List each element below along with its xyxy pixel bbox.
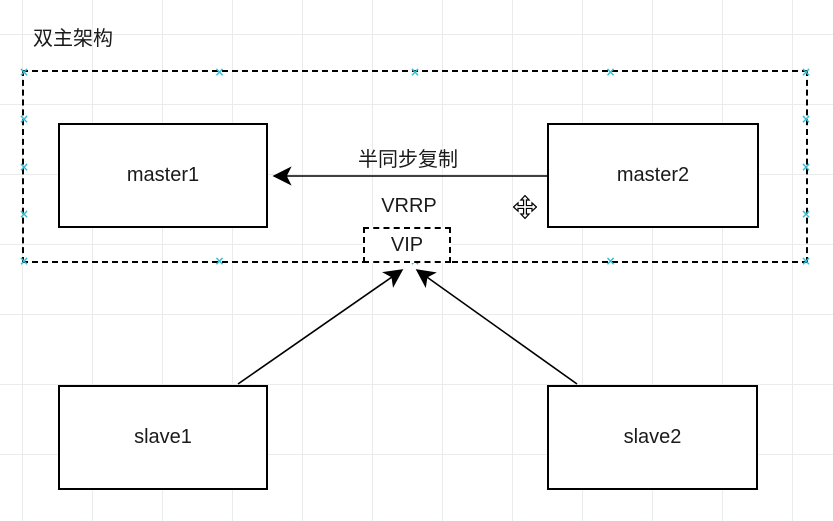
selection-handle-icon[interactable]: × (605, 254, 616, 268)
node-master1[interactable]: master1 (58, 123, 268, 228)
selection-handle-icon[interactable]: × (800, 112, 812, 127)
node-master1-label: master1 (126, 164, 200, 186)
edge-label-replication[interactable]: 半同步复制 (358, 149, 458, 171)
selection-handle-icon[interactable]: × (214, 254, 225, 268)
selection-handle-icon[interactable]: × (18, 112, 30, 127)
selection-handle-icon[interactable]: × (800, 206, 812, 221)
selection-handle-icon[interactable]: × (800, 65, 812, 79)
node-slave2-label: slave2 (623, 426, 682, 448)
selection-handle-icon[interactable]: × (18, 159, 30, 174)
node-vip[interactable]: VIP (363, 227, 451, 263)
selection-handle-icon[interactable]: × (18, 206, 30, 221)
selection-handle-icon[interactable]: × (18, 254, 30, 268)
edge-slave1-vip[interactable] (237, 269, 404, 385)
node-master2-label: master2 (616, 164, 690, 186)
diagram-title[interactable]: 双主架构 (33, 28, 113, 50)
selection-handle-icon[interactable]: × (214, 65, 225, 79)
node-vip-label: VIP (390, 233, 424, 256)
move-cursor-icon (513, 195, 537, 219)
selection-handle-icon[interactable]: × (800, 254, 812, 268)
node-slave1-label: slave1 (134, 426, 192, 448)
selection-handle-icon[interactable]: × (18, 65, 30, 79)
node-slave2[interactable]: slave2 (547, 385, 758, 490)
edge-slave2-vip[interactable] (415, 269, 578, 385)
selection-handle-icon[interactable]: × (605, 65, 616, 79)
selection-handle-icon[interactable]: × (800, 159, 812, 174)
node-master2[interactable]: master2 (547, 123, 759, 228)
label-vrrp[interactable]: VRRP (381, 195, 437, 217)
selection-handle-icon[interactable]: × (409, 65, 421, 79)
node-slave1[interactable]: slave1 (58, 385, 268, 490)
